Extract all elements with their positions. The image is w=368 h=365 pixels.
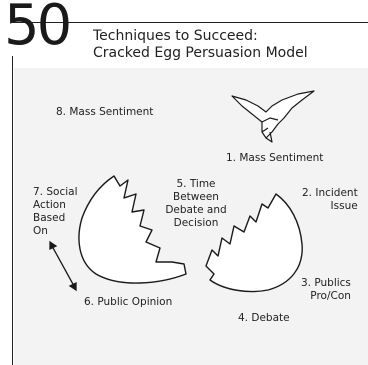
label-publics: 3. Publics Pro/Con [301,277,351,303]
label-social-action-line-2: Action [33,199,66,211]
double-arrow-icon [49,240,77,292]
label-debate: 4. Debate [238,312,290,324]
title-line-1: Techniques to Succeed: [93,28,258,44]
left-egg-shell [78,175,187,284]
label-time-line-3: Debate and [165,204,227,216]
header-rule [12,22,368,23]
label-social-action-line-3: Based [33,212,66,224]
label-publics-line-2: Pro/Con [310,290,351,302]
label-mass-sentiment: 1. Mass Sentiment [226,152,324,164]
label-social-action-line-1: 7. Social [33,186,78,198]
right-egg-shell [205,193,303,293]
label-incident: 2. Incident Issue [302,187,358,213]
page-title: Techniques to Succeed: Cracked Egg Persu… [93,28,308,62]
label-mass-sentiment-top: 8. Mass Sentiment [56,106,154,118]
label-time-line-4: Decision [173,217,219,229]
label-public-opinion: 6. Public Opinion [84,296,173,308]
bird-icon [231,90,315,143]
label-incident-line-1: 2. Incident [302,187,358,199]
left-rule [12,56,13,365]
label-time: 5. Time Between Debate and Decision [164,178,228,230]
label-incident-line-2: Issue [330,200,358,212]
technique-number: 50 [4,0,72,58]
label-social-action-line-4: On [33,225,48,237]
label-publics-line-1: 3. Publics [301,277,351,289]
background-panel [14,68,368,365]
label-time-line-1: 5. Time [176,178,216,190]
label-social-action: 7. Social Action Based On [33,186,78,238]
label-time-line-2: Between [173,191,219,203]
title-line-2: Cracked Egg Persuasion Model [93,45,308,61]
